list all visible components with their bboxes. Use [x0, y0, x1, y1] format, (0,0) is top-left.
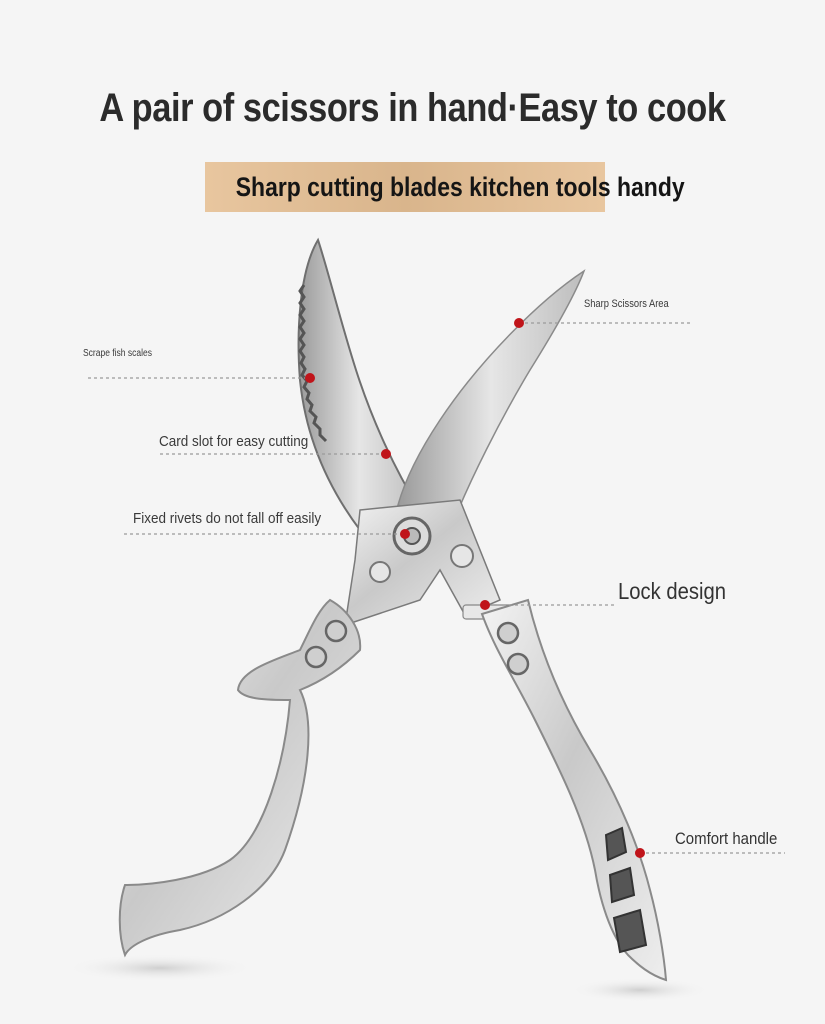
marker-card-slot — [381, 449, 391, 459]
marker-lock — [480, 600, 490, 610]
pivot-body — [344, 499, 501, 627]
rivet-small-left — [369, 561, 391, 583]
serrated-edge — [298, 284, 328, 443]
grip-slot-3 — [612, 908, 648, 954]
label-sharp-area: Sharp Scissors Area — [584, 298, 669, 310]
shadow-right — [570, 978, 710, 1002]
marker-scrape — [305, 373, 315, 383]
label-fixed-rivets: Fixed rivets do not fall off easily — [133, 510, 322, 527]
page-title: A pair of scissors in hand·Easy to cook — [99, 86, 726, 130]
label-comfort-handle: Comfort handle — [675, 829, 778, 848]
left-handle — [118, 598, 362, 958]
label-card-slot: Card slot for easy cutting — [159, 433, 309, 450]
rivet-small-right — [450, 544, 474, 568]
banner-background — [205, 162, 605, 212]
handle-rivet-1 — [324, 619, 348, 643]
marker-sharp-area — [514, 318, 524, 328]
label-lock-design: Lock design — [618, 578, 727, 604]
serrated-blade — [297, 237, 422, 532]
handle-rivet-2 — [304, 645, 328, 669]
handle-rivet-3 — [496, 621, 520, 645]
straight-blade — [397, 269, 586, 526]
grip-slot-1 — [604, 826, 628, 862]
label-scrape-fish: Scrape fish scales — [83, 348, 152, 359]
marker-comfort — [635, 848, 645, 858]
shadow-left — [65, 954, 255, 982]
grip-slot-2 — [608, 866, 636, 904]
marker-rivets — [400, 529, 410, 539]
handle-rivet-4 — [506, 652, 530, 676]
